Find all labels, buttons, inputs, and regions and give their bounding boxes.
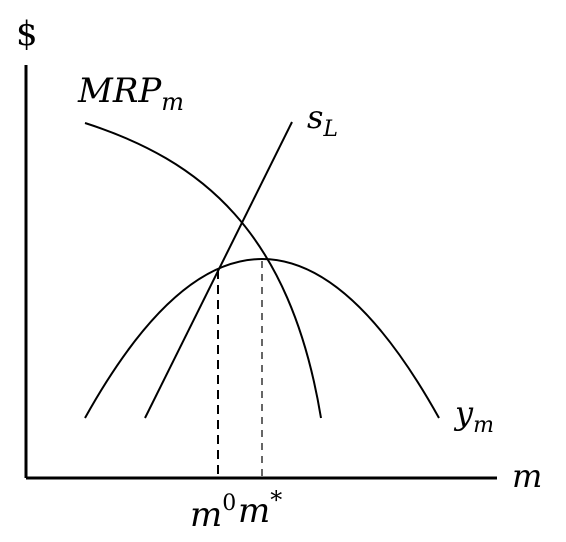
output-curve xyxy=(84,258,440,419)
y-axis-label: $ xyxy=(16,14,38,54)
mrp-curve xyxy=(84,122,322,419)
x-axis-label: m xyxy=(512,457,542,495)
m-zero-tick-label: m0 xyxy=(190,491,236,535)
output-label: ym xyxy=(453,394,494,438)
m-star-tick-label: m* xyxy=(238,486,282,531)
mrp-label: MRPm xyxy=(77,71,184,116)
supply-label: sL xyxy=(307,98,338,142)
